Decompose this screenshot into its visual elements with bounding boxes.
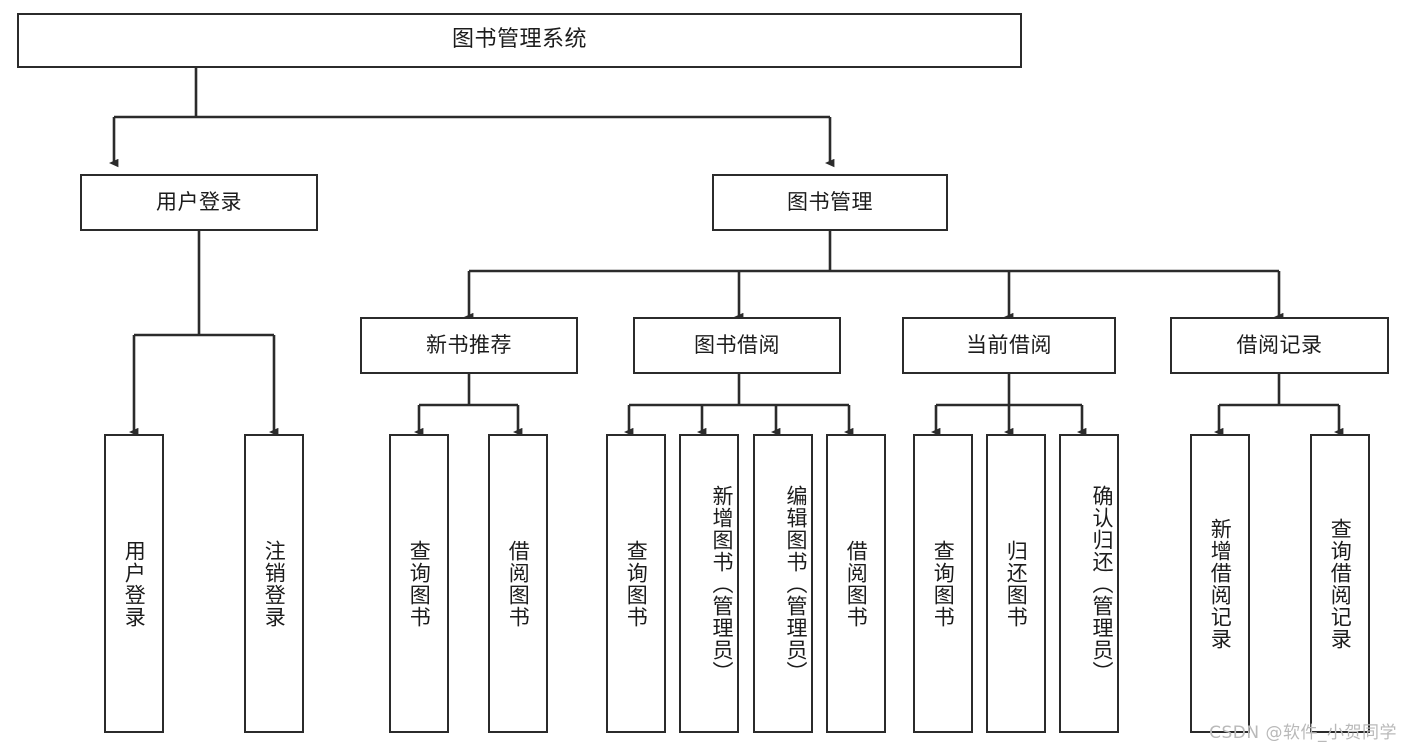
node-leaf-query-book-3[interactable]: 查询图书 xyxy=(913,434,973,733)
node-root-book-management-system[interactable]: 图书管理系统 xyxy=(17,13,1022,68)
node-leaf-confirm-return-admin[interactable]: 确认归还（管理员） xyxy=(1059,434,1119,733)
node-label: 归还图书 xyxy=(1004,539,1029,628)
node-label: 借阅图书 xyxy=(506,539,531,628)
node-label: 查询图书 xyxy=(407,539,432,628)
node-leaf-add-book-admin[interactable]: 新增图书（管理员） xyxy=(679,434,739,733)
node-leaf-user-login[interactable]: 用户登录 xyxy=(104,434,164,733)
node-leaf-borrow-book-1[interactable]: 借阅图书 xyxy=(488,434,548,733)
node-label: 用户登录 xyxy=(122,539,147,628)
node-user-login[interactable]: 用户登录 xyxy=(80,174,318,231)
node-label: 查询图书 xyxy=(624,539,649,628)
node-label: 注销登录 xyxy=(262,539,287,628)
node-label: 图书管理 xyxy=(787,189,873,214)
node-book-management[interactable]: 图书管理 xyxy=(712,174,948,231)
node-current-borrow[interactable]: 当前借阅 xyxy=(902,317,1116,374)
node-label: 新书推荐 xyxy=(426,332,512,357)
node-label: 新增图书（管理员） xyxy=(710,484,734,683)
node-leaf-query-book-2[interactable]: 查询图书 xyxy=(606,434,666,733)
watermark-text: CSDN @软件_小贺同学 xyxy=(1209,723,1397,743)
node-leaf-return-book[interactable]: 归还图书 xyxy=(986,434,1046,733)
node-label: 查询图书 xyxy=(931,539,956,628)
node-label: 当前借阅 xyxy=(966,332,1052,357)
node-label: 查询借阅记录 xyxy=(1328,517,1353,650)
node-leaf-add-borrow-record[interactable]: 新增借阅记录 xyxy=(1190,434,1250,733)
node-label: 新增借阅记录 xyxy=(1208,517,1233,650)
node-label: 确认归还（管理员） xyxy=(1090,484,1114,683)
node-label: 借阅记录 xyxy=(1236,332,1323,357)
node-label: 用户登录 xyxy=(156,189,242,214)
node-leaf-borrow-book-2[interactable]: 借阅图书 xyxy=(826,434,886,733)
node-new-book-recommendation[interactable]: 新书推荐 xyxy=(360,317,578,374)
node-label: 图书借阅 xyxy=(694,332,780,357)
node-leaf-query-book-1[interactable]: 查询图书 xyxy=(389,434,449,733)
node-label: 借阅图书 xyxy=(844,539,869,628)
node-leaf-user-logout[interactable]: 注销登录 xyxy=(244,434,304,733)
node-label: 编辑图书（管理员） xyxy=(784,484,808,683)
node-label: 图书管理系统 xyxy=(451,27,587,53)
node-leaf-edit-book-admin[interactable]: 编辑图书（管理员） xyxy=(753,434,813,733)
node-borrow-record[interactable]: 借阅记录 xyxy=(1170,317,1389,374)
node-leaf-query-borrow-record[interactable]: 查询借阅记录 xyxy=(1310,434,1370,733)
node-book-borrow[interactable]: 图书借阅 xyxy=(633,317,841,374)
